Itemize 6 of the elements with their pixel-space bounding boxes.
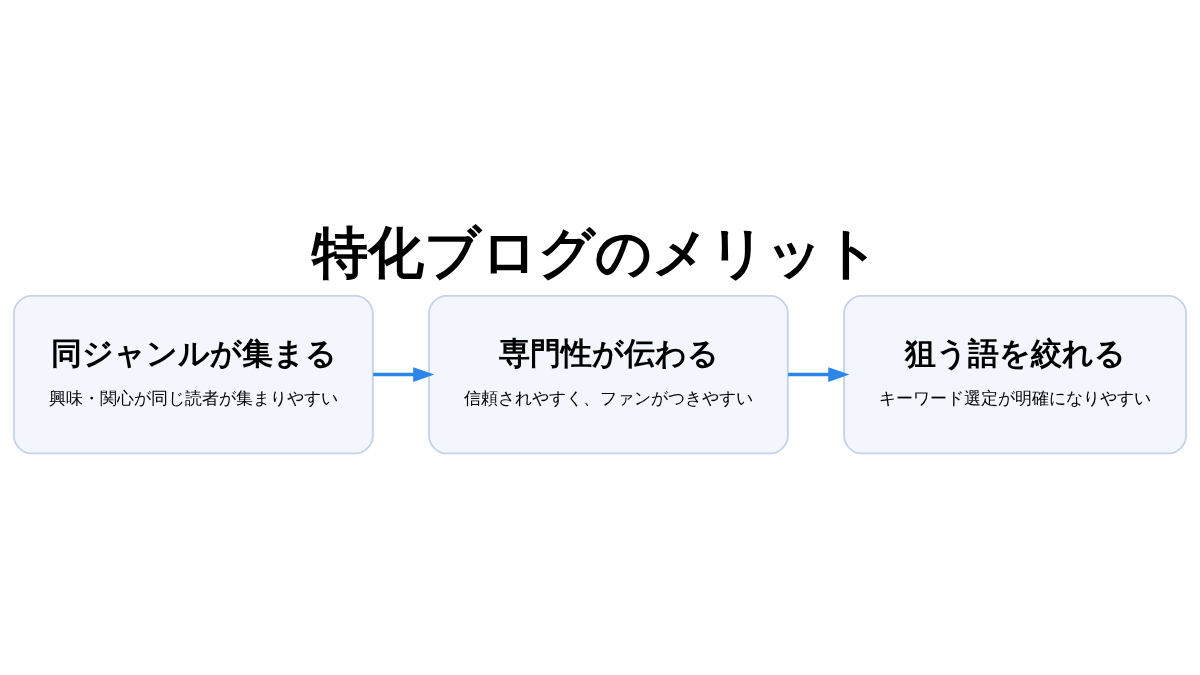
diagram-title: 特化ブログのメリット — [311, 219, 880, 285]
arrow — [788, 366, 850, 382]
node-box: 同ジャンルが集まる 興味・関心が同じ読者が集まりやすい — [13, 294, 374, 454]
arrow — [373, 366, 435, 382]
node-box: 専門性が伝わる 信頼されやすく、ファンがつきやすい — [428, 294, 789, 454]
node-box: 狙う語を絞れる キーワード選定が明確になりやすい — [843, 294, 1187, 454]
